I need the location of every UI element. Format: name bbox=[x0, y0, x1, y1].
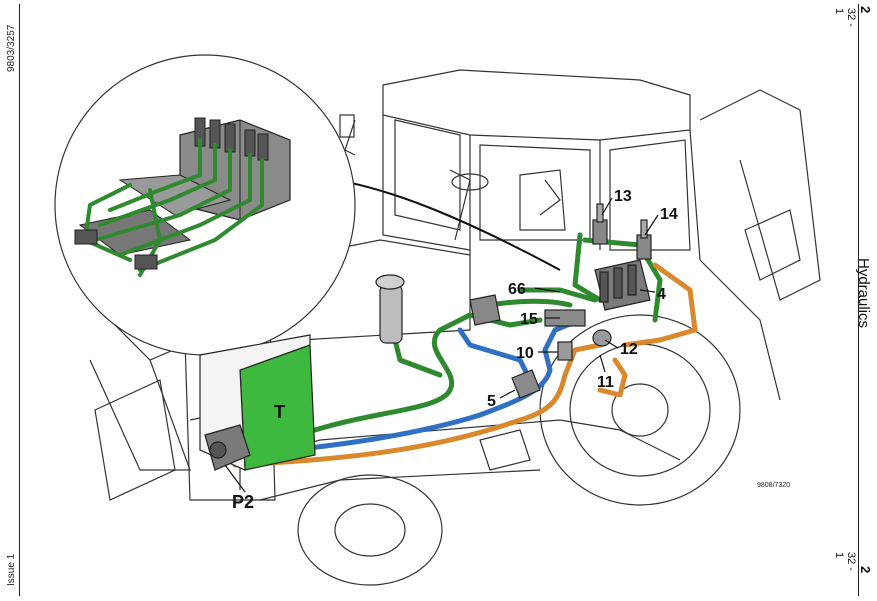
callout-13: 13 bbox=[614, 188, 632, 205]
machine-outline bbox=[89, 69, 821, 586]
callout-tank: T bbox=[274, 402, 285, 422]
left-margin-rule bbox=[19, 4, 20, 596]
inset-detail bbox=[54, 54, 356, 356]
callout-10: 10 bbox=[516, 345, 534, 362]
callout-4: 4 bbox=[657, 286, 666, 303]
components bbox=[199, 203, 652, 471]
callout-pump: P2 bbox=[232, 492, 254, 512]
orange-hoses bbox=[232, 262, 698, 468]
callout-5: 5 bbox=[487, 393, 496, 410]
right-margin-rule bbox=[858, 4, 859, 596]
figure-reference: 9808/7320 bbox=[757, 482, 790, 489]
callout-12: 12 bbox=[620, 341, 638, 358]
callout-14: 14 bbox=[660, 206, 678, 223]
callout-15: 15 bbox=[520, 311, 538, 328]
callout-11: 11 bbox=[597, 374, 614, 391]
callout-leaders bbox=[224, 197, 659, 493]
callout-66: 66 bbox=[508, 281, 526, 298]
